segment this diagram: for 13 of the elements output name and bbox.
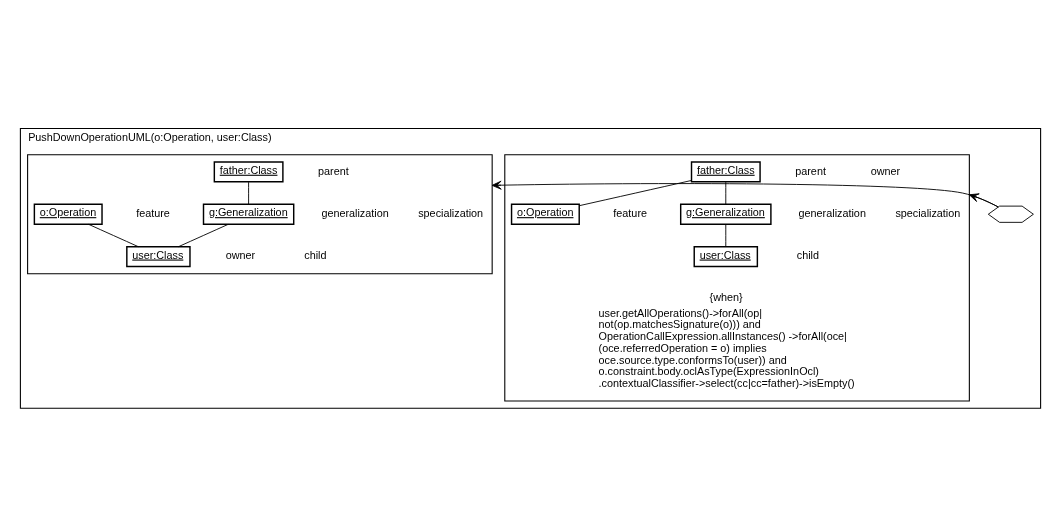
- label: feature: [613, 206, 648, 219]
- label: feature: [136, 206, 170, 219]
- label: specialization: [418, 206, 484, 219]
- label: parent: [318, 164, 349, 177]
- label: specialization: [895, 206, 961, 219]
- label: generalization: [321, 206, 389, 219]
- label: owner: [225, 248, 256, 261]
- label: owner: [870, 164, 901, 177]
- node-text: {when} user.getAllOperations()->forAll(op| not(op.matchesSignature(o))) and OperationCallExpression.allInstances() ->forAll(oce| (oce.referredOperation = o) implies oce.source.type.conformsTo(user)) and o.constraint.body.oclAsType(ExpressionInOcl) .contextualClassifier->select(cc|cc=father)->isEmpty(): [598, 290, 855, 389]
- label: child: [304, 248, 327, 261]
- label: parent: [795, 164, 826, 177]
- label: generalization: [798, 206, 866, 219]
- label: child: [796, 248, 820, 261]
